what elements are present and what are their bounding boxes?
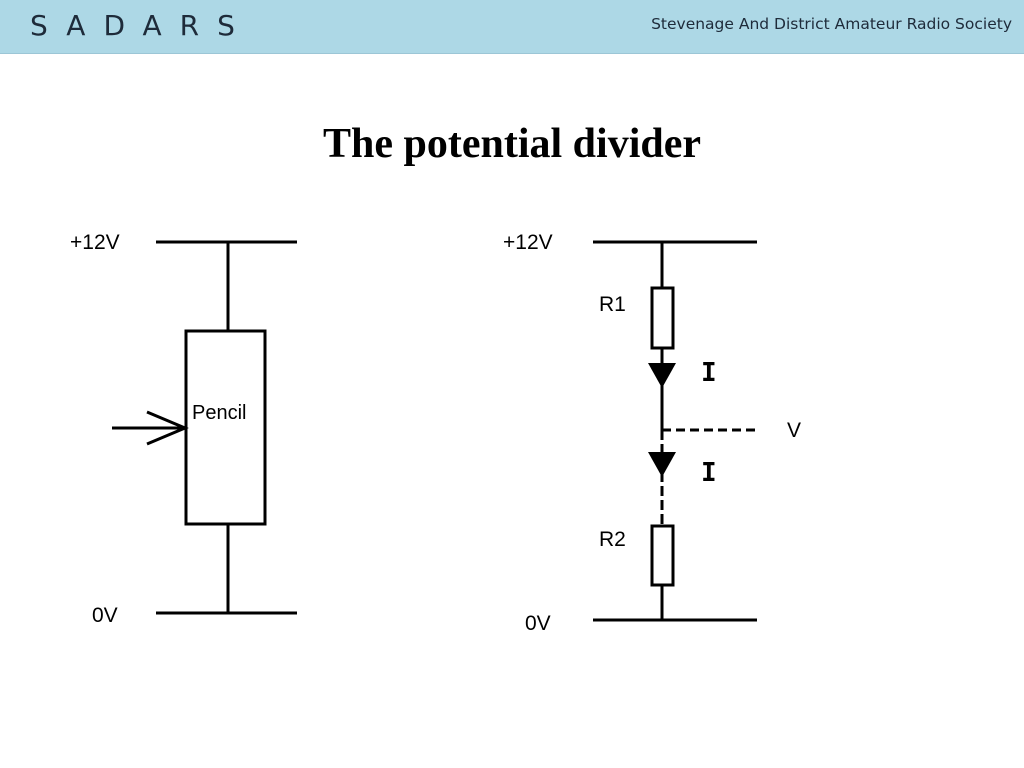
header-bar: SADARS Stevenage And District Amateur Ra… <box>0 0 1024 54</box>
current-label-2: I <box>701 458 717 488</box>
right-circuit <box>593 240 757 622</box>
output-voltage-label: V <box>787 419 801 442</box>
right-top-rail-label: +12V <box>503 231 553 254</box>
current-arrow-2 <box>648 452 676 477</box>
pencil-label: Pencil <box>192 402 246 424</box>
pencil-resistor <box>184 329 267 526</box>
left-circuit <box>112 240 297 615</box>
resistor-r2 <box>650 524 675 587</box>
page-title: The potential divider <box>322 121 702 167</box>
left-top-rail-label: +12V <box>70 231 120 254</box>
left-bottom-rail-label: 0V <box>92 604 118 627</box>
r2-label: R2 <box>599 528 626 551</box>
society-name: Stevenage And District Amateur Radio Soc… <box>651 15 1012 33</box>
right-bottom-rail-label: 0V <box>525 612 551 635</box>
wiper-arrow-head <box>146 410 189 446</box>
resistor-r1 <box>650 286 675 350</box>
current-label-1: I <box>701 358 717 388</box>
logo: SADARS <box>30 9 253 42</box>
r1-label: R1 <box>599 293 626 316</box>
current-arrow-1 <box>648 363 676 388</box>
